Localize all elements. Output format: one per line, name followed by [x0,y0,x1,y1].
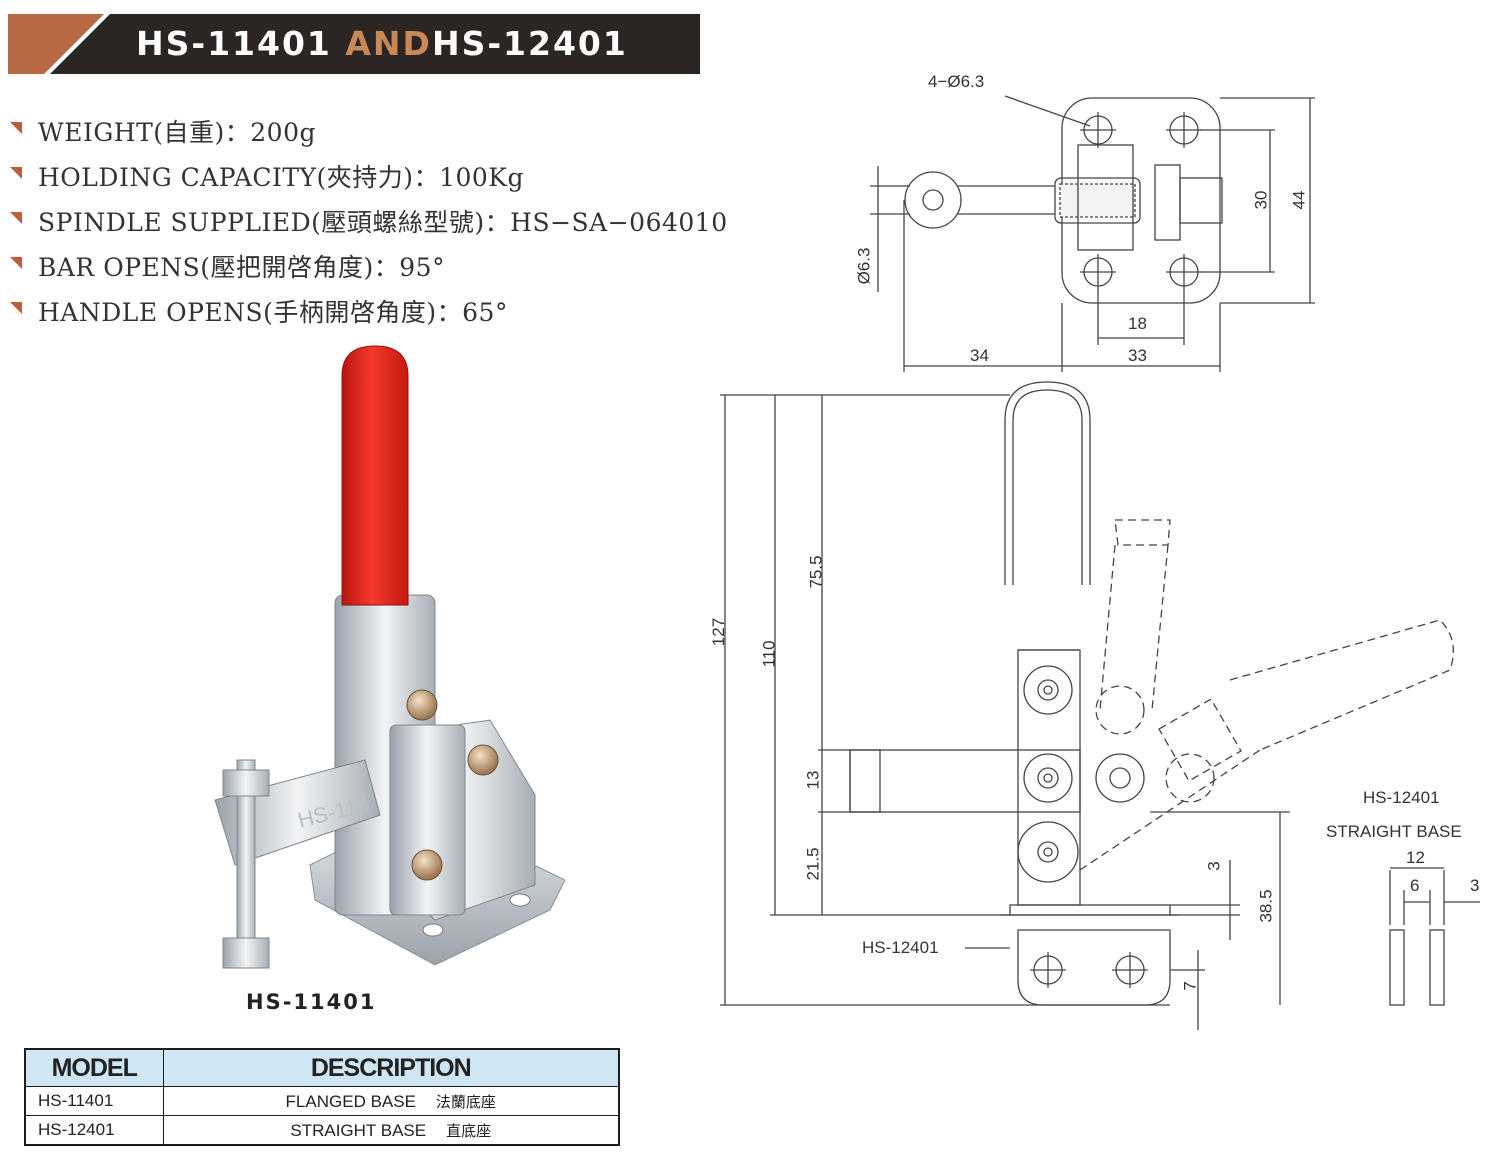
holes-dim-label: 4−Ø6.3 [928,72,985,91]
bullet-triangle-icon [10,166,22,179]
spec-list: WEIGHT(自重)：200g HOLDING CAPACITY(夾持力)：10… [10,108,728,333]
spec-weight-text: WEIGHT(自重)：200g [38,117,316,147]
bullet-triangle-icon [10,256,22,269]
col-header-model: MODEL [24,1048,164,1087]
photo-caption: HS-11401 [246,990,377,1014]
straight-base-detail [1389,867,1480,1006]
table-header-row: MODEL DESCRIPTION [24,1048,620,1087]
bullet-triangle-icon [10,211,22,224]
dim-3-base-label: 3 [1470,876,1480,895]
model-a-title: HS-11401 [136,24,332,63]
bullet-triangle-icon [10,301,22,314]
desc-zh: 法蘭底座 [435,1093,496,1111]
dim-3-label: 3 [1204,861,1224,871]
dim-75-5-label: 75.5 [806,555,826,589]
model-table: MODEL DESCRIPTION HS-11401 FLANGED BASE 法… [24,1048,620,1146]
title-banner: HS-11401 ANDHS-12401 [8,14,700,74]
banner-shape [8,14,700,74]
straight-base-title: STRAIGHT BASE [1326,822,1462,841]
product-photo: HS-114 [214,345,566,969]
dim-127-label: 127 [709,617,729,647]
bullet-triangle-icon [10,121,22,134]
dim-44-label: 44 [1289,190,1309,210]
spec-spindle: SPINDLE SUPPLIED(壓頭螺絲型號)：HS−SA−064010 [10,198,728,243]
desc-zh: 直底座 [446,1122,492,1140]
cell-model: HS-12401 [24,1115,164,1146]
page-title: HS-11401 ANDHS-12401 [136,24,628,63]
dim-18-label: 18 [1128,314,1147,333]
cell-description: STRAIGHT BASE 直底座 [162,1115,620,1146]
dim-33-label: 33 [1128,346,1147,365]
spec-bar-opens: BAR OPENS(壓把開啓角度)：95° [10,243,728,288]
dim-30-label: 30 [1251,190,1271,210]
dim-34-label: 34 [970,346,989,365]
dim-110-label: 110 [759,640,779,668]
and-connector: AND [345,24,432,63]
col-header-description: DESCRIPTION [162,1048,620,1087]
side-view [720,381,1454,1030]
variant-label: HS-12401 [862,938,939,957]
spec-holding-capacity: HOLDING CAPACITY(夾持力)：100Kg [10,153,728,198]
table-row: HS-11401 FLANGED BASE 法蘭底座 [24,1086,620,1116]
table-row: HS-12401 STRAIGHT BASE 直底座 [24,1115,620,1146]
spec-handle-opens: HANDLE OPENS(手柄開啓角度)：65° [10,288,728,333]
dim-21-5-label: 21.5 [803,847,823,881]
spec-handle-opens-text: HANDLE OPENS(手柄開啓角度)：65° [38,297,508,327]
cell-model: HS-11401 [24,1086,164,1116]
spec-weight: WEIGHT(自重)：200g [10,108,728,153]
spec-bar-opens-text: BAR OPENS(壓把開啓角度)：95° [38,252,446,282]
eye-dia-label: Ø6.3 [854,247,874,285]
technical-drawing [720,95,1480,1030]
spec-holding-text: HOLDING CAPACITY(夾持力)：100Kg [38,162,524,192]
dim-12-label: 12 [1406,848,1425,867]
model-b-title: HS-12401 [431,24,628,63]
top-view [870,95,1315,372]
spec-spindle-text: SPINDLE SUPPLIED(壓頭螺絲型號)：HS−SA−064010 [38,207,728,237]
desc-en: FLANGED BASE [285,1091,416,1111]
straight-base-model-label: HS-12401 [1363,788,1440,807]
desc-en: STRAIGHT BASE [290,1120,427,1140]
dim-6-label: 6 [1410,876,1420,895]
cell-description: FLANGED BASE 法蘭底座 [162,1086,620,1116]
dim-38-5-label: 38.5 [1256,889,1276,923]
dim-13-label: 13 [803,770,823,790]
dim-7-label: 7 [1180,981,1200,991]
